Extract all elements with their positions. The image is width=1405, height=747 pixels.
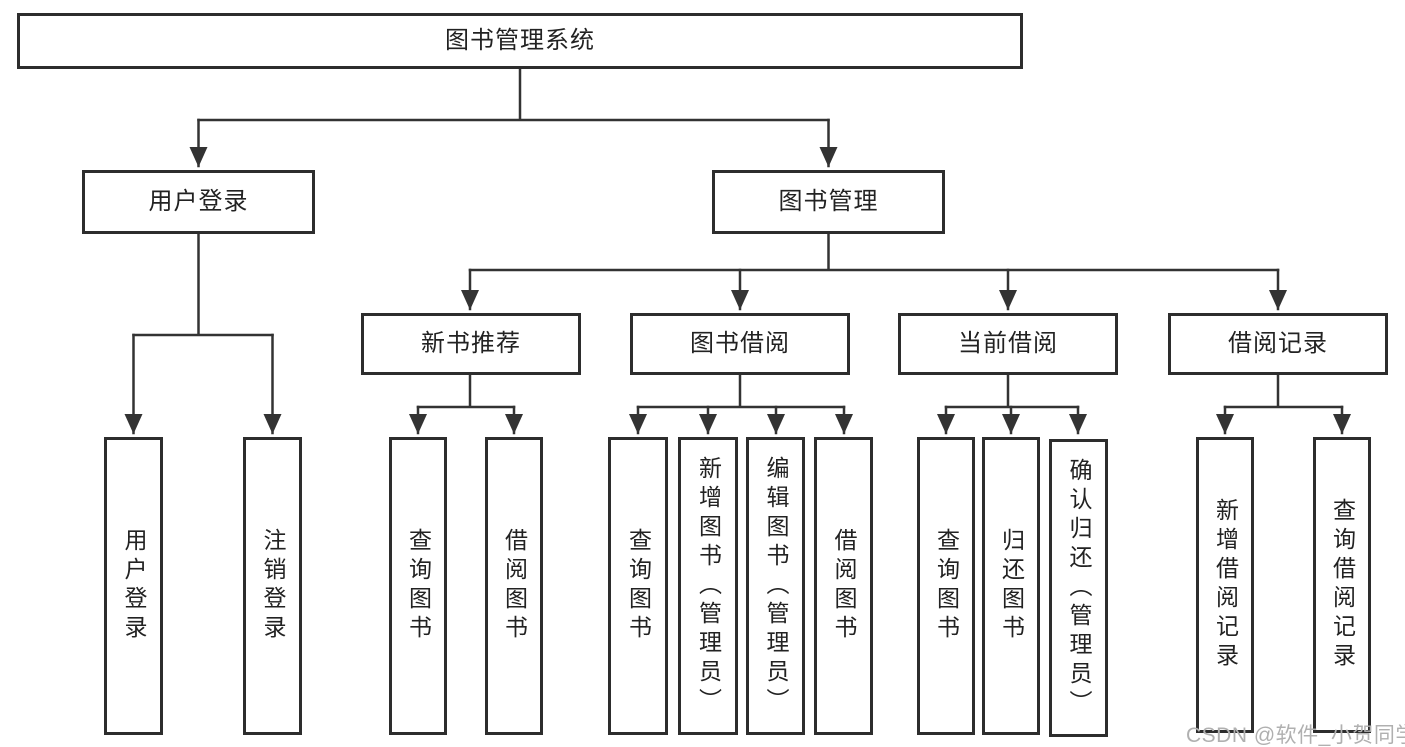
- leaf-bb-add-books-admin: 新增图书（管理员）: [678, 437, 738, 735]
- node-book-borrowing: 图书借阅: [630, 313, 850, 375]
- leaf-br-query-borrow-record: 查询借阅记录: [1313, 437, 1371, 733]
- node-library-management-system: 图书管理系统: [17, 13, 1023, 69]
- node-book-management: 图书管理: [712, 170, 945, 234]
- leaf-nb-borrow-books: 借阅图书: [485, 437, 543, 735]
- node-new-book-recommendation: 新书推荐: [361, 313, 581, 375]
- node-current-borrowing: 当前借阅: [898, 313, 1118, 375]
- leaf-bb-borrow-books: 借阅图书: [814, 437, 873, 735]
- leaf-cb-confirm-return-admin: 确认归还（管理员）: [1049, 439, 1108, 737]
- watermark: CSDN @软件_小贺同学: [1186, 724, 1405, 747]
- node-borrowing-records: 借阅记录: [1168, 313, 1388, 375]
- leaf-cb-query-books: 查询图书: [917, 437, 975, 735]
- leaf-logout-login: 注销登录: [243, 437, 302, 735]
- node-user-login: 用户登录: [82, 170, 315, 234]
- leaf-bb-query-books: 查询图书: [608, 437, 668, 735]
- leaf-user-login: 用户登录: [104, 437, 163, 735]
- leaf-nb-query-books: 查询图书: [389, 437, 447, 735]
- leaf-br-add-borrow-record: 新增借阅记录: [1196, 437, 1254, 733]
- leaf-bb-edit-books-admin: 编辑图书（管理员）: [746, 437, 805, 735]
- leaf-cb-return-books: 归还图书: [982, 437, 1040, 735]
